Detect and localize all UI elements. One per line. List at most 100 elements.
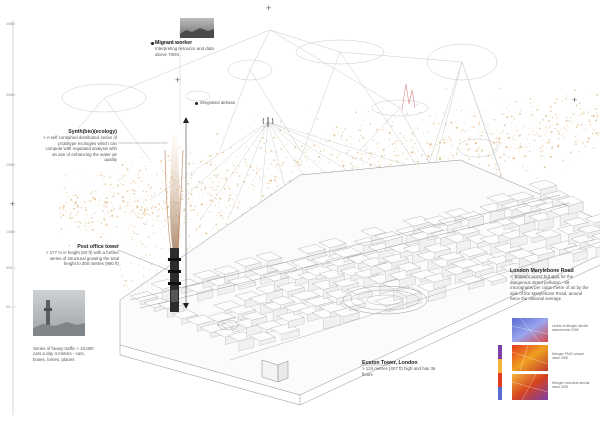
pollution-particle: [236, 156, 238, 158]
pollution-particle: [68, 217, 71, 220]
pollution-particle: [443, 141, 445, 144]
pollution-particle: [151, 212, 153, 215]
pollution-particle: [283, 128, 285, 130]
pollution-particle: [281, 172, 283, 174]
pollution-particle: [318, 155, 321, 158]
pollution-particle: [142, 201, 145, 203]
pollution-particle: [210, 195, 212, 197]
pollution-particle: [70, 208, 71, 210]
pollution-particle: [306, 145, 308, 147]
pollution-particle: [529, 150, 531, 153]
pollution-particle: [541, 144, 543, 147]
pollution-particle: [148, 269, 151, 271]
pollution-particle: [111, 206, 114, 208]
pollution-particle: [132, 208, 134, 210]
pollution-particle: [551, 146, 554, 148]
pollution-particle: [362, 137, 364, 139]
pollution-particle: [478, 148, 479, 149]
pollution-particle: [501, 143, 503, 145]
pollution-particle: [136, 248, 138, 250]
pollution-particle: [337, 153, 339, 155]
pollution-particle: [503, 153, 506, 156]
pollution-particle: [286, 171, 288, 172]
pollution-particle: [498, 142, 501, 144]
pollution-particle: [583, 111, 585, 113]
pollution-particle: [422, 154, 424, 156]
pollution-particle: [444, 137, 446, 139]
pollution-particle: [133, 232, 136, 235]
pollution-particle: [200, 218, 202, 220]
pollution-particle: [60, 227, 63, 230]
pollution-particle: [344, 128, 347, 130]
pollution-particle: [112, 155, 115, 158]
pollution-particle: [77, 225, 80, 228]
pollution-particle: [193, 240, 195, 242]
pollution-particle: [101, 204, 103, 206]
pollution-particle: [375, 147, 378, 149]
pollution-particle: [497, 138, 499, 141]
pollution-particle: [155, 246, 157, 247]
pollution-particle: [101, 173, 103, 176]
pollution-particle: [109, 190, 111, 192]
pollution-particle: [243, 211, 245, 213]
pollution-particle: [542, 118, 544, 121]
pollution-particle: [278, 176, 280, 179]
pollution-particle: [131, 183, 133, 185]
pollution-particle: [259, 140, 261, 142]
pollution-particle: [540, 154, 543, 157]
pollution-particle: [469, 135, 471, 138]
pollution-particle: [348, 149, 350, 152]
pollution-particle: [141, 208, 143, 211]
pollution-particle: [223, 184, 226, 187]
pollution-particle: [397, 154, 400, 157]
pollution-particle: [156, 171, 158, 174]
label-migrant-worker: Migrant worker Interpreting resource and…: [155, 40, 225, 57]
pollution-particle: [85, 206, 87, 209]
pollution-particle: [155, 192, 156, 194]
pollution-particle: [165, 207, 167, 210]
pollution-particle: [393, 150, 396, 152]
pollution-particle: [451, 154, 454, 157]
pollution-particle: [97, 221, 99, 223]
pollution-particle: [265, 195, 268, 197]
pollution-particle: [527, 124, 529, 126]
pollution-particle: [128, 199, 131, 201]
pollution-particle: [564, 131, 566, 134]
label-text: Interpreting resource and data above 700…: [155, 46, 214, 57]
pollution-particle: [222, 192, 224, 194]
pollution-particle: [468, 158, 471, 161]
pollution-particle: [531, 114, 533, 116]
pollution-particle: [266, 187, 269, 189]
label-text: > 'Britain's worst' hot spot for the dan…: [510, 274, 589, 302]
pollution-particle: [298, 159, 300, 161]
pollution-particle: [345, 144, 347, 146]
pollution-particle: [474, 146, 476, 148]
pollution-particle: [122, 175, 125, 177]
pollution-particle: [62, 214, 65, 217]
pollution-particle: [539, 147, 542, 149]
pollution-particle: [456, 151, 458, 154]
pollution-particle: [134, 208, 136, 210]
pollution-particle: [151, 205, 154, 207]
pollution-particle: [458, 106, 460, 108]
pollution-particle: [517, 135, 519, 137]
pollution-particle: [372, 139, 374, 141]
pollution-particle: [359, 129, 361, 132]
pollution-particle: [507, 156, 510, 158]
pollution-particle: [261, 178, 263, 179]
pollution-particle: [448, 137, 450, 139]
pollution-particle: [141, 156, 144, 159]
pollution-particle: [566, 116, 569, 119]
pollution-particle: [267, 167, 269, 170]
label-heavy-traffic: Series of heavy traffic > 10,000 cars a …: [33, 346, 95, 362]
pollution-particle: [316, 118, 319, 120]
pollution-particle: [151, 211, 153, 213]
pollution-particle: [139, 209, 142, 211]
pollution-particle: [445, 88, 447, 90]
pollution-particle: [399, 132, 402, 135]
heatmap-caption: Nitrogen monoxide annual mean 2008: [552, 381, 590, 389]
pollution-particle: [147, 184, 150, 187]
heatmap-caption: Nitrogen PM10 annual mean 2008: [552, 352, 584, 360]
pollution-particle: [352, 161, 353, 163]
pollution-particle: [199, 210, 201, 212]
